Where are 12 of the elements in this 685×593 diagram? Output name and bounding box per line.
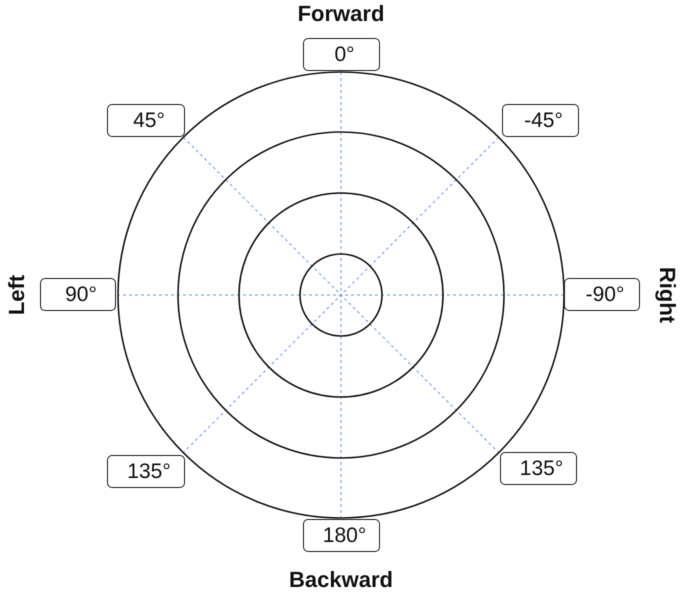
angle-label: 45° [107,104,185,137]
direction-label: Left [6,274,28,316]
direction-label: Right [656,266,678,324]
angle-label: 135° [500,452,577,485]
angle-label: -90° [564,278,640,311]
angle-label: 180° [303,519,380,552]
angle-label: 0° [303,38,380,71]
direction-label: Forward [298,3,384,25]
angle-label: 90° [40,278,116,311]
angle-label: -45° [502,104,579,137]
direction-label: Backward [289,569,393,591]
angle-label: 135° [107,455,185,488]
